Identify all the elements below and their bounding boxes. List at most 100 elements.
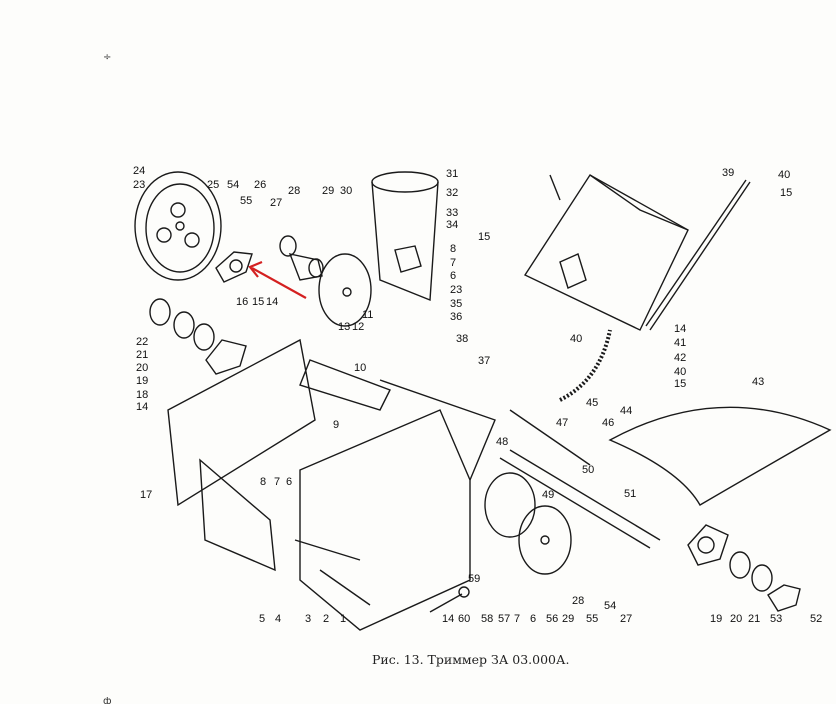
part-number-label: 31: [446, 168, 458, 180]
disc-right: [484, 472, 572, 575]
part-number-label: 38: [456, 333, 468, 345]
bushing: [279, 235, 324, 281]
shaft: [294, 409, 661, 606]
part-number-label: 19: [136, 375, 148, 387]
part-number-label: 3: [305, 613, 311, 625]
part-number-label: 45: [586, 397, 598, 409]
part-number-label: 53: [770, 613, 782, 625]
part-number-label: 20: [136, 362, 148, 374]
part-number-label: 48: [496, 436, 508, 448]
part-number-label: 46: [602, 417, 614, 429]
part-number-label: 43: [752, 376, 764, 388]
part-number-label: 40: [778, 169, 790, 181]
bearing-housing-right: [687, 524, 801, 612]
part-number-label: 55: [586, 613, 598, 625]
part-number-label: 2: [323, 613, 329, 625]
part-number-label: 21: [748, 613, 760, 625]
part-number-label: 6: [286, 476, 292, 488]
disc: [318, 253, 372, 327]
part-number-label: 22: [136, 336, 148, 348]
part-number-label: 14: [136, 401, 148, 413]
part-number-label: 28: [572, 595, 584, 607]
chute-housing: [523, 174, 689, 331]
bearing-flange: [215, 251, 253, 283]
part-number-label: 52: [810, 613, 822, 625]
part-number-label: 58: [481, 613, 493, 625]
part-number-label: 1: [340, 613, 346, 625]
part-number-label: 57: [498, 613, 510, 625]
part-number-label: 14: [674, 323, 686, 335]
part-number-label: 14: [442, 613, 454, 625]
part-number-label: 19: [710, 613, 722, 625]
bolt: [429, 174, 561, 613]
part-number-label: 15: [252, 296, 264, 308]
part-number-label: 37: [478, 355, 490, 367]
stray-mark: ф: [103, 696, 112, 704]
bearing-housing-left: [149, 298, 247, 375]
part-number-label: 27: [620, 613, 632, 625]
part-number-label: 47: [556, 417, 568, 429]
part-number-label: 4: [275, 613, 281, 625]
part-number-label: 23: [450, 284, 462, 296]
part-number-label: 23: [133, 179, 145, 191]
part-number-label: 59: [468, 573, 480, 585]
part-number-label: 18: [136, 389, 148, 401]
part-number-label: 29: [562, 613, 574, 625]
part-number-label: 32: [446, 187, 458, 199]
part-number-label: 10: [354, 362, 366, 374]
figure-caption: Рис. 13. Триммер ЗА 03.000А.: [372, 652, 570, 667]
part-number-label: 7: [514, 613, 520, 625]
part-number-label: 21: [136, 349, 148, 361]
part-number-label: 11: [362, 309, 373, 321]
rod: [645, 179, 751, 331]
part-number-label: 39: [722, 167, 734, 179]
part-number-label: 54: [604, 600, 616, 612]
part-number-label: 56: [546, 613, 558, 625]
part-number-label: 15: [478, 231, 490, 243]
part-number-label: 44: [620, 405, 632, 417]
part-number-label: 30: [340, 185, 352, 197]
part-number-label: 15: [674, 378, 686, 390]
stray-mark: ÷: [103, 52, 111, 63]
part-number-label: 9: [333, 419, 339, 431]
part-number-label: 50: [582, 464, 594, 476]
part-number-label: 42: [674, 352, 686, 364]
gear-sector: [559, 329, 612, 402]
part-number-label: 20: [730, 613, 742, 625]
part-number-label: 49: [542, 489, 554, 501]
deflector-hood: [608, 406, 832, 506]
part-number-label: 33: [446, 207, 458, 219]
part-number-label: 6: [530, 613, 536, 625]
part-number-label: 7: [450, 257, 456, 269]
part-number-label: 40: [570, 333, 582, 345]
part-number-label: 28: [288, 185, 300, 197]
part-number-label: 55: [240, 195, 252, 207]
part-number-label: 12: [352, 321, 364, 333]
part-number-label: 41: [674, 337, 686, 349]
part-number-label: 14: [266, 296, 278, 308]
part-number-label: 13: [338, 321, 350, 333]
part-number-label: 40: [674, 366, 686, 378]
part-number-label: 29: [322, 185, 334, 197]
part-number-label: 17: [140, 489, 152, 501]
part-number-label: 7: [274, 476, 280, 488]
part-number-label: 6: [450, 270, 456, 282]
part-number-label: 15: [780, 187, 792, 199]
frame-body: [299, 359, 496, 631]
part-number-label: 8: [260, 476, 266, 488]
part-number-label: 24: [133, 165, 145, 177]
part-number-label: 54: [227, 179, 239, 191]
frame-plate-left: [167, 338, 316, 572]
part-number-label: 25: [207, 179, 219, 191]
part-number-label: 34: [446, 219, 458, 231]
part-number-label: 35: [450, 298, 462, 310]
part-number-label: 36: [450, 311, 462, 323]
part-number-label: 51: [624, 488, 636, 500]
part-number-label: 27: [270, 197, 282, 209]
part-number-label: 8: [450, 243, 456, 255]
part-number-label: 5: [259, 613, 265, 625]
pulley: [134, 171, 222, 281]
part-number-label: 16: [236, 296, 248, 308]
part-number-label: 26: [254, 179, 266, 191]
